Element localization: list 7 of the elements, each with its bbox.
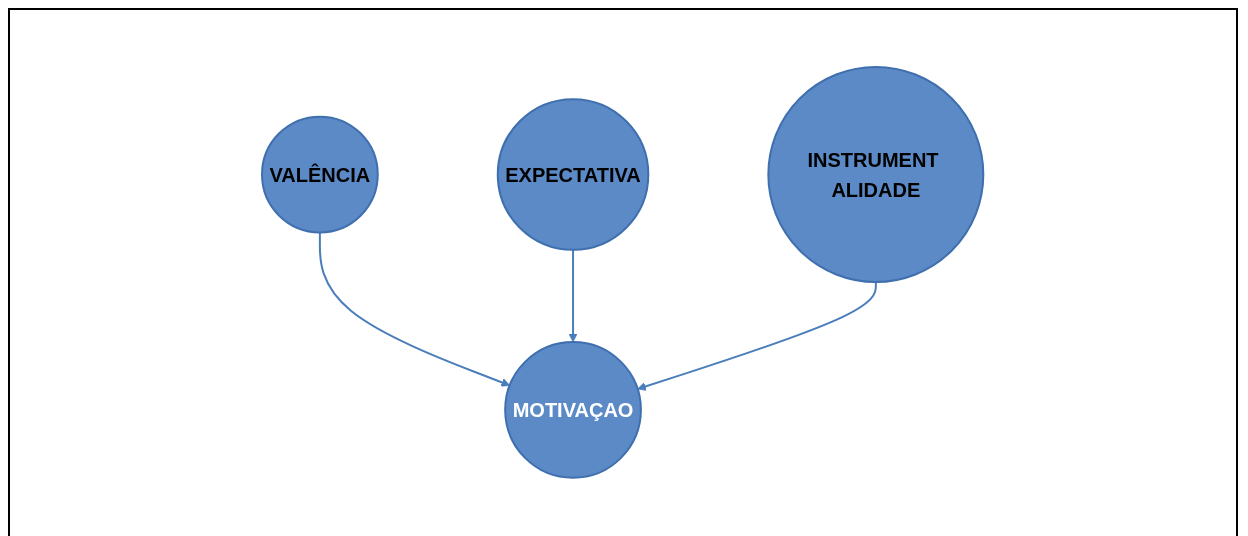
arrow xyxy=(568,248,578,343)
node-circle: VALÊNCIA xyxy=(261,115,380,233)
node-circle: INSTRUMENT ALIDADE xyxy=(767,65,985,283)
arrow xyxy=(637,280,878,391)
arrow xyxy=(319,231,511,387)
node-circle: MOTIVAÇAO xyxy=(504,340,643,479)
node-circle: EXPECTATIVA xyxy=(497,97,650,251)
